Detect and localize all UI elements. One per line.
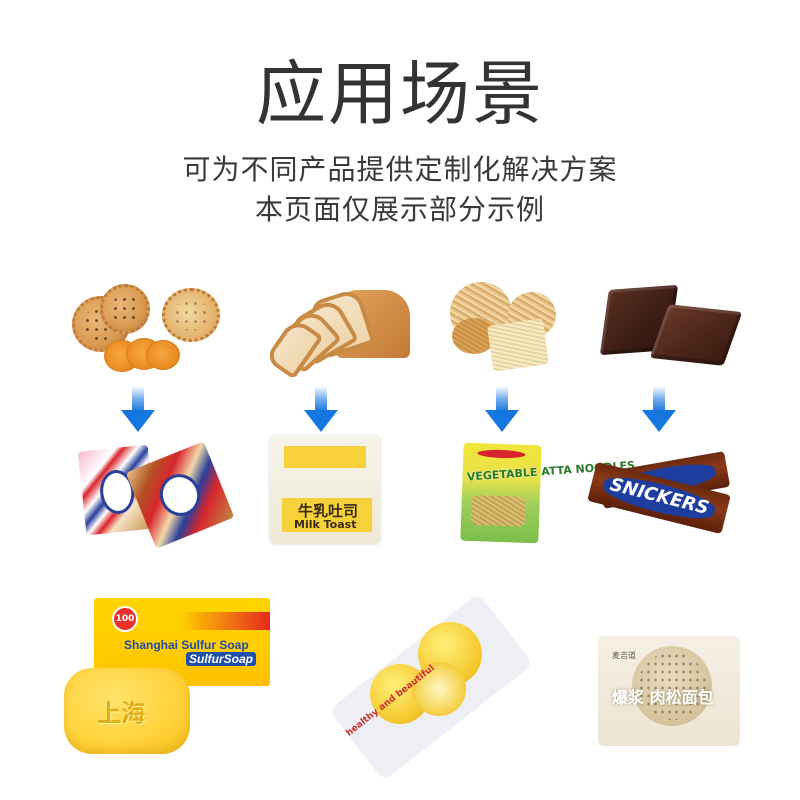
subtitle-line-2: 本页面仅展示部分示例 [254, 193, 545, 226]
subtitle-line-1: 可为不同产品提供定制化解决方案 [182, 153, 618, 186]
soap-emboss-text: 上海 [98, 700, 146, 728]
milk-toast-en-text: Milk Toast [294, 518, 357, 531]
crackers-and-cookies-image [70, 278, 220, 373]
sliced-bread-loaf-image [264, 284, 412, 380]
down-arrow-icon [642, 386, 676, 434]
bun-pack-text: 爆浆 肉松面包 [612, 688, 714, 707]
packaged-lemons-image: healthy and beautiful [326, 592, 534, 781]
packaged-milk-toast-image: 牛乳吐司 Milk Toast [270, 436, 380, 544]
down-arrow-icon [485, 386, 519, 434]
packaged-biscuits-image [77, 440, 235, 549]
soap-bar-image: 上海 [64, 668, 190, 754]
milk-toast-cn-text: 牛乳吐司 [298, 502, 359, 520]
soap-pack-title: Shanghai Sulfur Soap [124, 638, 249, 652]
down-arrow-icon [121, 386, 155, 434]
anniversary-badge: 100 [112, 606, 138, 632]
instant-noodle-blocks-image [446, 278, 558, 374]
chocolate-pieces-image [596, 284, 743, 370]
sulfur-soap-package-image: 100 Shanghai Sulfur Soap SulfurSoap [94, 598, 270, 686]
bun-brand-text: 麦吉道 [612, 651, 636, 660]
soap-pack-subtitle: SulfurSoap [186, 652, 257, 666]
packaged-noodles-image: VEGETABLE ATTA NOODLES [460, 442, 635, 544]
page-title: 应用场景 [256, 53, 544, 135]
snickers-bars-image: SNICKERS [584, 444, 732, 544]
down-arrow-icon [304, 386, 338, 434]
packaged-bun-image: 麦吉道 爆浆 肉松面包 [598, 636, 740, 746]
